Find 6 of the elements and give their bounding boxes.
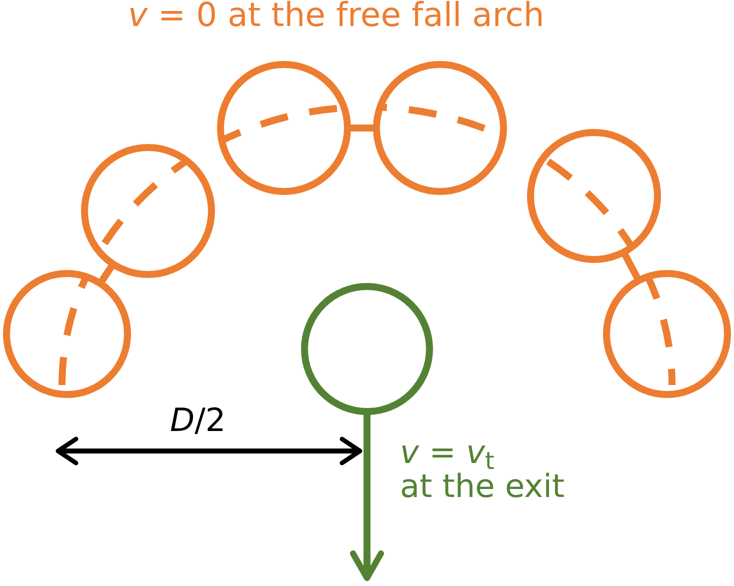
connector-line bbox=[348, 124, 376, 132]
arrow bbox=[350, 412, 384, 582]
connector-line bbox=[98, 262, 116, 285]
annotation-text: D/2 bbox=[170, 400, 226, 440]
annotation-text: v = 0 at the free fall arch bbox=[128, 0, 544, 36]
annotation-text: v = v$_{t}$ bbox=[400, 432, 494, 472]
